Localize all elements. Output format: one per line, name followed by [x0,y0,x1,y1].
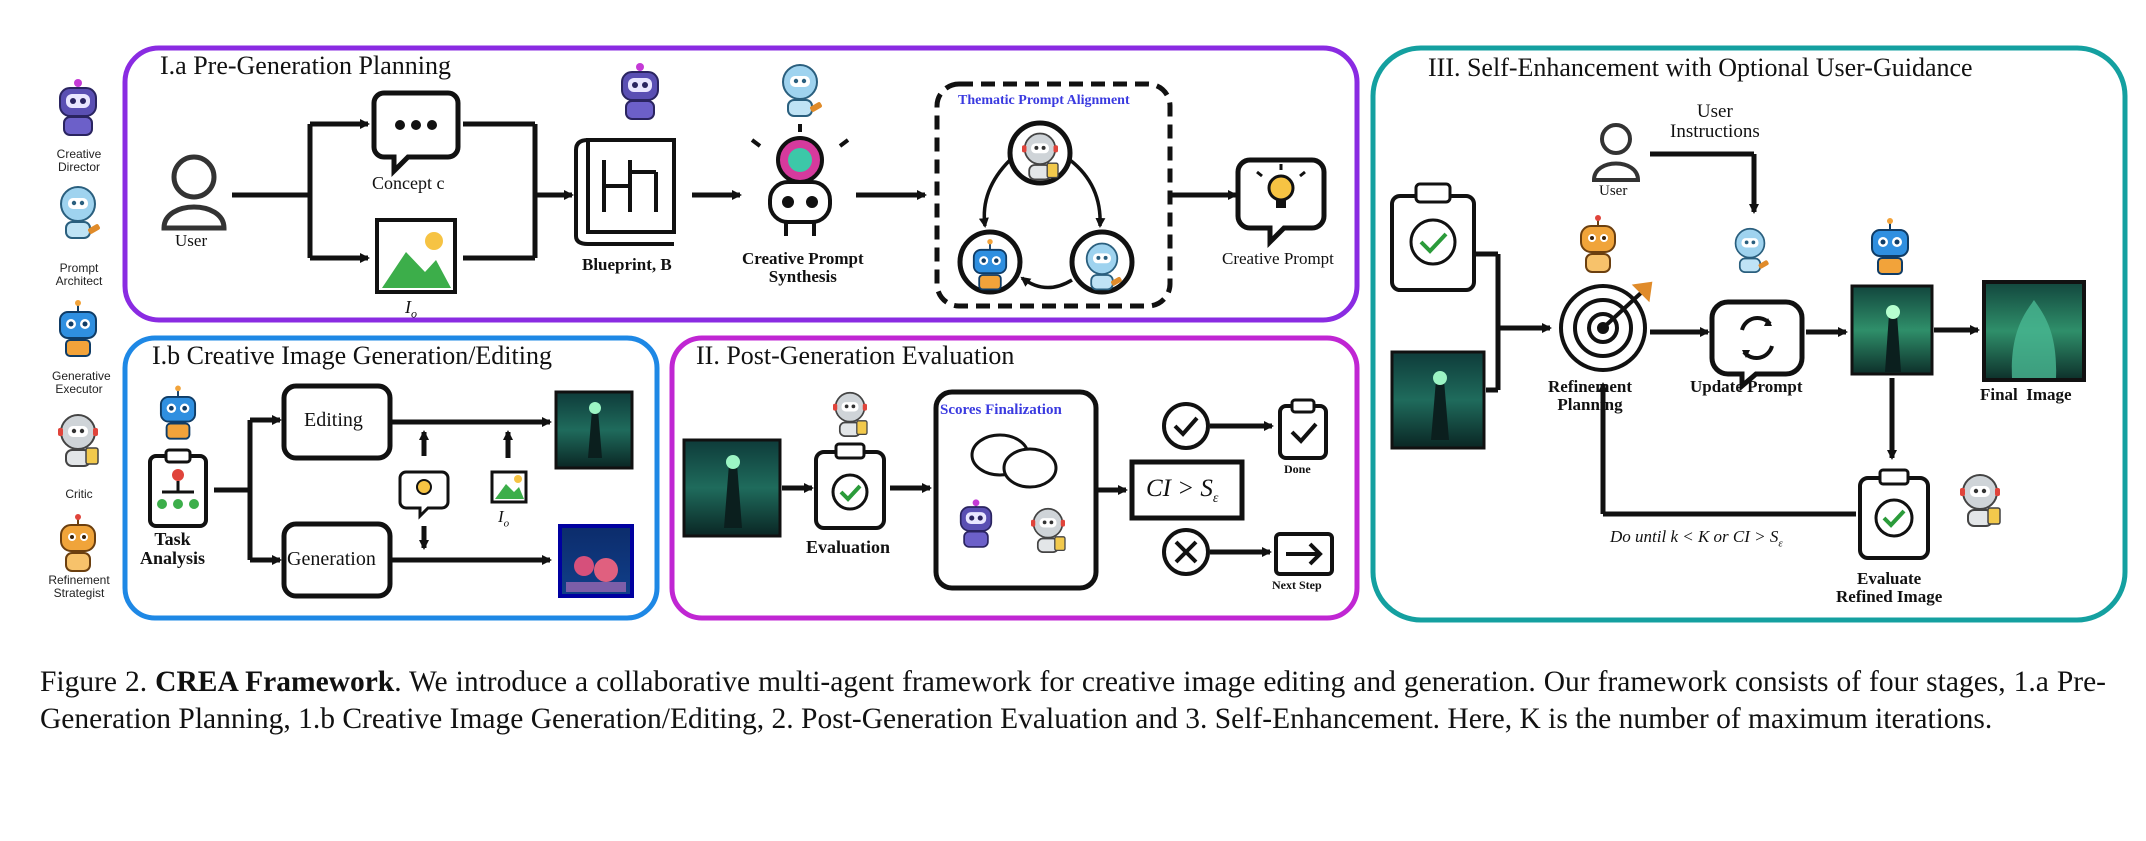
alignment-cycle [957,120,1135,295]
legend-prompt-architect-icon [60,186,102,239]
panel-2-title: II. Post-Generation Evaluation [696,341,1015,370]
legend-critic-icon [57,414,99,467]
final-image-label: Final Image [1980,385,2072,404]
legend-label-creative-director: Creative Director [56,147,102,174]
caption-prefix: Figure 2. [40,666,148,698]
merge-arrows [463,121,574,261]
editing-label: Editing [304,409,363,431]
user-label: User [175,231,208,250]
alignment-light-robot-icon [1085,242,1124,291]
blueprint-icon [574,138,676,246]
concept-label: Concept c [372,174,444,193]
input-image-icon [375,218,457,294]
task-branch-arrows [214,415,282,565]
p3-prompt-architect-icon [1734,227,1771,273]
prompt-architect-icon [782,64,824,117]
alignment-box [934,81,1173,309]
generation-label: Generation [287,548,376,570]
panel-2-frame [669,335,1360,621]
refined-image-thumbnail [1850,284,1934,376]
loop-arrow [1598,382,1856,517]
ib-io-label: Io [498,507,510,530]
creative-prompt-icon [1235,157,1327,249]
evaluation-label: Evaluation [806,537,891,557]
p3-input-image-thumbnail [1390,350,1486,450]
concept-label-text: Concept c [372,173,445,193]
update-prompt-label: Update Prompt [1690,377,1803,396]
next-step-icon [1274,532,1334,576]
alignment-blue-robot-icon [972,238,1008,291]
legend-label-generative-executor: Generative Executor [52,369,111,396]
edited-image-thumbnail [554,390,634,470]
p3-generative-executor-icon [1871,217,1909,275]
scores-chat-icon [970,433,1058,489]
critic-icon [832,391,868,437]
panel-1a-title: I.a Pre-Generation Planning [160,51,451,80]
user-branch-arrows [232,119,370,263]
refinement-label: Refinement Planning [1548,377,1633,414]
p3-critic-icon [1959,474,2001,527]
panel-1a-frame [122,45,1360,323]
prompt-synthesis-icon [750,124,850,236]
synthesis-label: Creative Prompt Synthesis [742,249,864,286]
ib-lightbulb-icon [398,470,450,520]
p3-clipboard-icon [1390,182,1476,292]
ib-arrows [392,417,552,565]
generative-executor-icon [159,384,197,440]
caption-lead: CREA Framework [155,666,395,698]
user-instructions-label: User Instructions [1670,101,1760,142]
loop-label: Do until k < K or CI > Sε [1610,527,1783,550]
generated-image-thumbnail [558,524,634,598]
done-label: Done [1284,462,1311,476]
legend-refinement-strategist-icon [60,513,96,572]
creative-director-icon [621,62,659,120]
generation-box [281,521,393,599]
editing-box [281,383,393,461]
creative-prompt-label: Creative Prompt [1222,249,1334,268]
post-gen-image-thumbnail [682,438,782,538]
p3-user-icon [1591,123,1641,182]
figure-caption: Figure 2. CREA Framework. We introduce a… [40,664,2106,737]
panel-3-title: III. Self-Enhancement with Optional User… [1428,53,1973,82]
ib-input-image-icon [490,470,528,504]
refinement-strategist-icon [1580,214,1616,273]
panel-1b-title: I.b Creative Image Generation/Editing [152,341,552,370]
evaluate-refined-label: Evaluate Refined Image [1836,569,1943,606]
io-label: Io [405,297,417,321]
blueprint-label: Blueprint, B [582,255,672,274]
panel-3-frame [1370,45,2128,623]
legend-label-prompt-architect: Prompt Architect [55,261,103,288]
scores-box [933,389,1099,591]
done-clipboard-icon [1278,398,1328,460]
condition-box [1129,459,1245,521]
p3-user-label: User [1599,183,1628,199]
alignment-grey-robot-icon [1021,132,1059,181]
user-icon [161,154,227,231]
task-analysis-icon [148,448,208,528]
task-analysis-label: Task Analysis [140,529,206,568]
refinement-target-icon [1559,281,1653,372]
crea-framework-diagram: I.a Pre-Generation Planning User Concept… [48,45,2128,623]
final-image-thumbnail [1982,280,2086,382]
legend-label-refinement-strategist: Refinement Strategist [48,573,110,600]
alignment-title: Thematic Prompt Alignment [958,93,1130,108]
legend-generative-executor-icon [59,299,97,357]
evaluation-clipboard-icon [814,442,886,530]
legend-label-critic: Critic [65,487,93,501]
evaluate-refined-clipboard-icon [1858,468,1930,560]
concept-bubble-icon [371,90,461,178]
update-prompt-icon [1709,299,1805,392]
p3-merge-arrows [1476,251,1552,393]
caption-text: . We introduce a collaborative multi-age… [40,666,2107,735]
done-check-icon [1162,402,1210,450]
legend-creative-director-icon [59,78,97,136]
next-step-label: Next Step [1272,578,1322,592]
reject-x-icon [1162,528,1210,576]
condition-label: CI > Sε [1146,475,1219,506]
scores-title: Scores Finalization [940,402,1062,418]
panel-1b-frame [122,335,660,621]
